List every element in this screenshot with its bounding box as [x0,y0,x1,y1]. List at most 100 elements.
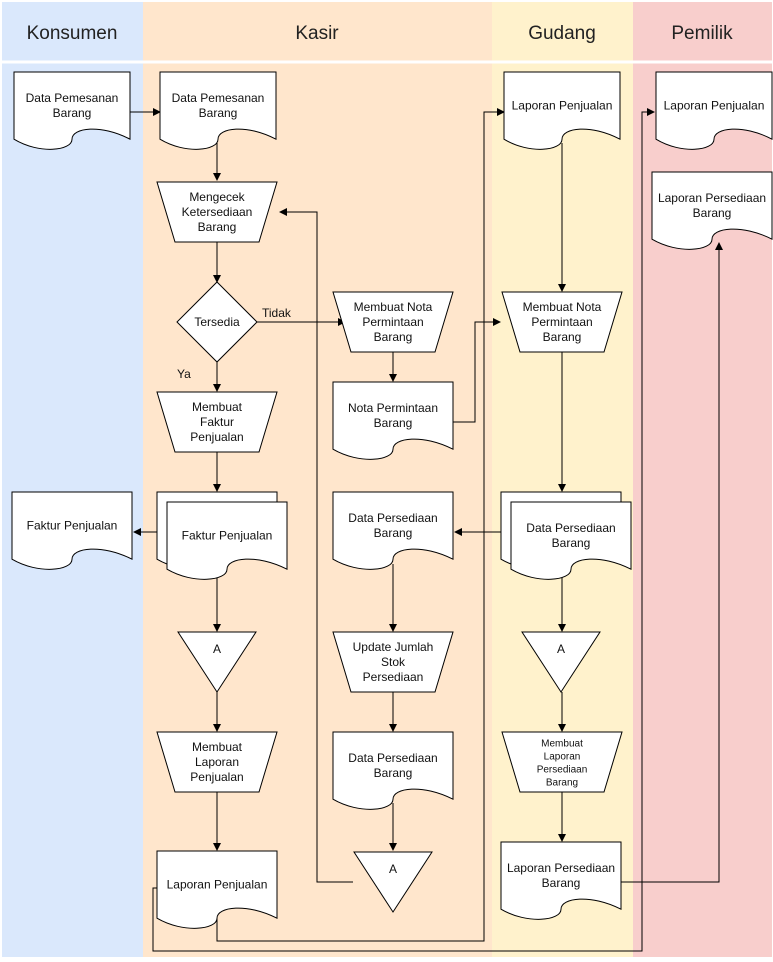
node-label: Barang [374,766,413,780]
node-label: Membuat [192,740,243,754]
document-shape [651,171,773,250]
node-label: Barang [552,536,591,550]
node-label: Mengecek [189,190,245,204]
document-shape [332,491,454,570]
node-label: Permintaan [531,315,592,329]
edge-label-tidak: Tidak [262,306,292,320]
node-label: Laporan Penjualan [512,99,613,113]
node-label: Permintaan [362,315,423,329]
node-label: Faktur Penjualan [182,529,273,543]
document-shape [159,71,277,150]
manual-process-shape [332,291,454,353]
node-label: Data Persediaan [526,521,615,535]
manual-process-shape [332,631,454,693]
offpage-connector-shape [177,631,257,693]
node-label: Barang [546,778,578,789]
manual-process-shape [156,181,278,243]
node-label: Data Pemesanan [172,91,265,105]
document-shape [13,71,131,150]
node-label: Laporan [195,755,239,769]
manual-process-shape [156,731,278,793]
node-gudang-connector-a: A [521,631,601,693]
node-label: Membuat [541,739,583,750]
node-label: A [557,642,565,656]
node-kasir-faktur-doc: Faktur Penjualan [156,491,288,580]
node-kasir-connector-a2: A [353,851,433,913]
edge-label-ya: Ya [177,367,191,381]
document-shape [655,71,773,150]
node-label: Barang [374,526,413,540]
document-shape-front [510,501,632,580]
manual-process-shape [501,731,623,793]
node-label: Barang [53,106,92,120]
node-label: Barang [693,206,732,220]
edge-laporan-to-gudang [216,108,505,942]
manual-process-shape [156,391,278,453]
node-label: Laporan Penjualan [167,878,268,892]
node-label: Membuat Nota [523,300,602,314]
node-label: Faktur [200,415,234,429]
node-label: Persediaan [537,765,588,776]
document-shape [503,71,621,150]
node-pemilik-laporan-penjualan: Laporan Penjualan [655,71,773,150]
document-shape [332,381,454,460]
node-label: Barang [374,416,413,430]
lane-konsumen-title: Konsumen [27,23,118,44]
node-label: Barang [198,220,237,234]
node-label: Laporan Persediaan [658,191,766,205]
edge-laporan-to-pemilik [152,108,655,952]
node-kasir-laporan-doc: Laporan Penjualan [156,850,278,929]
node-label: Penjualan [190,770,243,784]
lane-gudang-title: Gudang [528,23,596,44]
node-label: A [389,862,397,876]
node-label: A [213,642,221,656]
node-label: Nota Permintaan [348,401,438,415]
node-label: Tersedia [194,315,240,329]
document-shape [500,841,622,920]
node-label: Laporan [544,752,581,763]
manual-process-shape [501,291,623,353]
document-shape [156,850,278,929]
edge-nota-to-gudang [453,318,501,423]
node-label: Barang [199,106,238,120]
lane-pemilik: Pemilik [633,2,772,957]
document-shape [332,731,454,810]
node-label: Barang [543,330,582,344]
node-label: Barang [374,330,413,344]
node-konsumen-faktur: Faktur Penjualan [11,491,133,570]
lane-kasir-title: Kasir [295,23,339,44]
edge-laporan-persediaan-to-pemilik [621,242,723,883]
node-label: Data Persediaan [348,751,437,765]
edges [130,108,723,952]
node-kasir-tersedia: Tersedia [176,281,258,363]
node-label: Ketersediaan [182,205,253,219]
edge-a2-to-cek [279,208,353,883]
node-label: Data Persediaan [348,511,437,525]
offpage-connector-shape [521,631,601,693]
document-shape [11,491,133,570]
node-label: Update Jumlah [353,640,434,654]
node-label: Persediaan [363,670,424,684]
node-label: Barang [542,876,581,890]
node-label: Laporan Penjualan [664,99,765,113]
node-label: Membuat Nota [354,300,433,314]
node-label: Laporan Persediaan [507,861,615,875]
offpage-connector-shape [353,851,433,913]
decision-shape [176,281,258,363]
node-label: Penjualan [190,430,243,444]
